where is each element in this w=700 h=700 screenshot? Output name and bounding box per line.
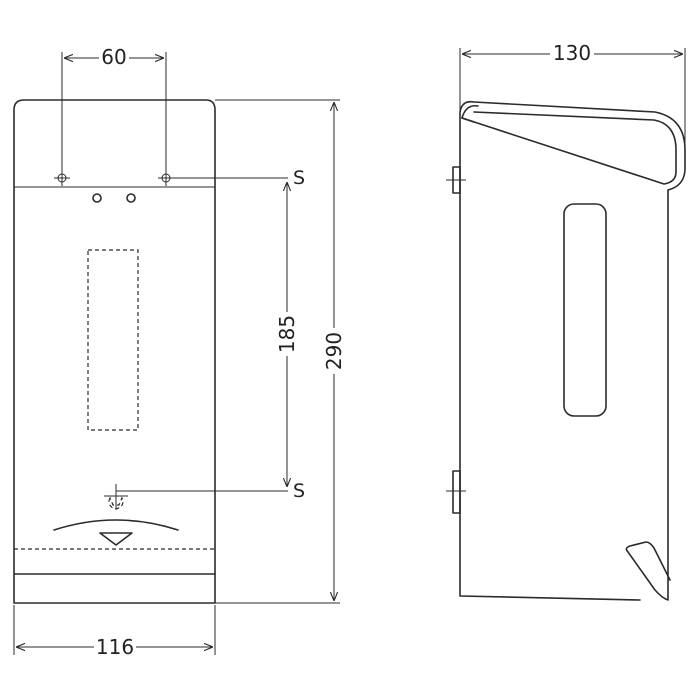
dimension-bottom-width: 116 — [13, 605, 216, 659]
side-window — [563, 203, 607, 417]
screw-extension-lines — [116, 99, 340, 604]
front-view — [13, 99, 216, 604]
dimension-mount-spacing-label: 185 — [275, 315, 299, 353]
dimension-bottom-width-label: 116 — [96, 635, 134, 659]
dimension-top-width-label: 60 — [101, 45, 126, 69]
dispense-triangle-icon — [99, 532, 133, 546]
bracket-bottom — [446, 470, 466, 514]
dimension-side-depth: 130 — [459, 41, 686, 148]
screw-label-bottom: S — [293, 480, 305, 502]
dimension-total-height: 290 — [322, 102, 346, 601]
small-hole-right — [126, 193, 136, 203]
dispense-arc — [53, 519, 179, 531]
front-window-dashed — [87, 249, 139, 431]
bracket-top — [446, 166, 466, 194]
small-hole-left — [92, 193, 102, 203]
side-lid-curl — [461, 104, 479, 123]
side-view — [446, 100, 686, 601]
dimension-top-width: 60 — [61, 45, 167, 178]
lock-icon — [104, 484, 128, 510]
screw-label-top: S — [293, 167, 305, 189]
front-body-outline — [13, 99, 216, 604]
dimension-mount-spacing: 185 — [275, 182, 299, 487]
dimension-side-depth-label: 130 — [553, 41, 591, 65]
dimension-total-height-label: 290 — [322, 332, 346, 370]
side-lid-inner — [461, 111, 677, 185]
side-body-outline — [459, 100, 686, 601]
